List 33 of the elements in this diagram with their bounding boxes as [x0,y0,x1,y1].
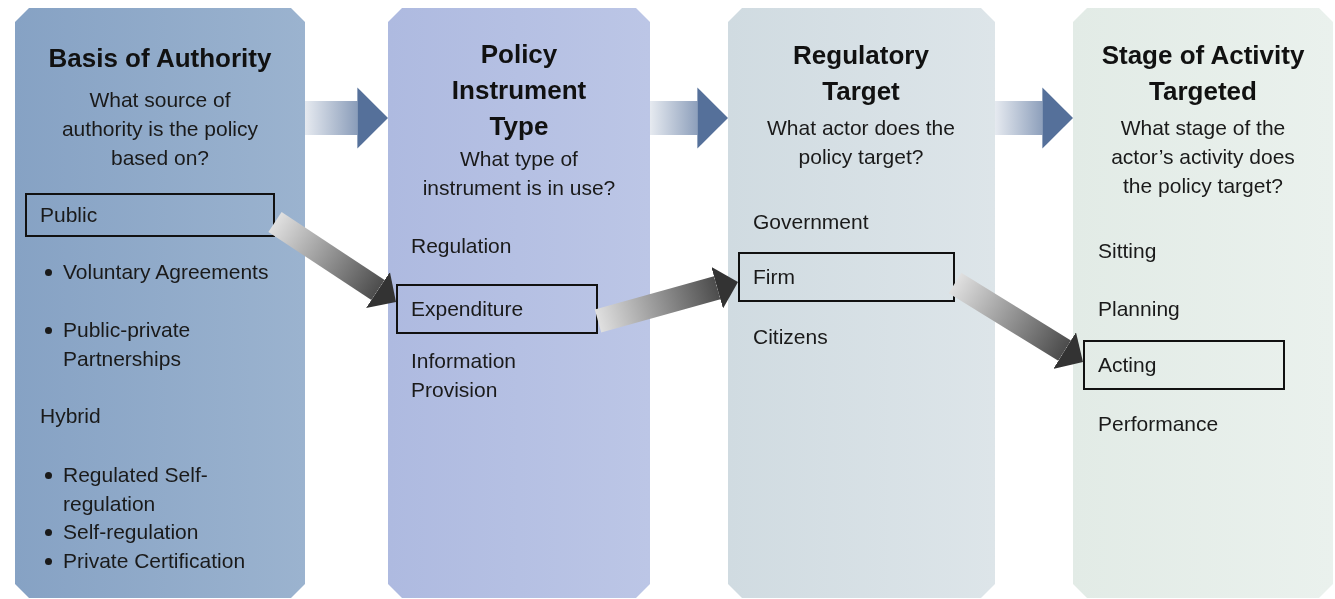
bullet-item: Public-private Partnerships [41,315,293,373]
column-heading: Policy Instrument Type [450,38,588,143]
arrow [650,87,728,149]
column-panel [1073,8,1333,598]
category-label: Government [753,209,870,235]
question-text: What type of instrument is in use? [421,146,617,201]
arrow [995,87,1073,149]
column-heading: Stage of Activity Targeted [1100,39,1306,108]
highlighted-box: Firm [738,252,955,302]
question-text: What source of authority is the policy based on? [60,87,260,171]
category-label: Citizens [753,324,829,350]
category-label: Regulation [411,233,513,259]
question-text: What stage of the actor’s activity does the policy target? [1110,115,1296,199]
arrow [305,87,388,149]
category-label: Performance [1098,411,1220,437]
highlighted-box: Expenditure [396,284,598,334]
question-text: What actor does the policy target? [766,115,956,170]
bullet-item: Private Certification [41,546,313,575]
category-label: Sitting [1098,238,1158,264]
bullet-item: Self-regulation [41,517,293,546]
column-heading: Regulatory Target [792,39,930,108]
category-label: Hybrid [40,403,102,429]
column-panel [15,8,305,598]
bullet-item: Voluntary Agreements [41,257,293,286]
highlighted-box: Acting [1083,340,1285,390]
column-heading: Basis of Authority [47,42,273,75]
bullet-item: Regulated Self-regulation [41,460,293,518]
column-panel [728,8,995,598]
column-panel [388,8,650,598]
category-label: Information Provision [411,348,518,403]
highlighted-box: Public [25,193,275,237]
category-label: Planning [1098,296,1181,322]
arrow [948,272,1083,370]
